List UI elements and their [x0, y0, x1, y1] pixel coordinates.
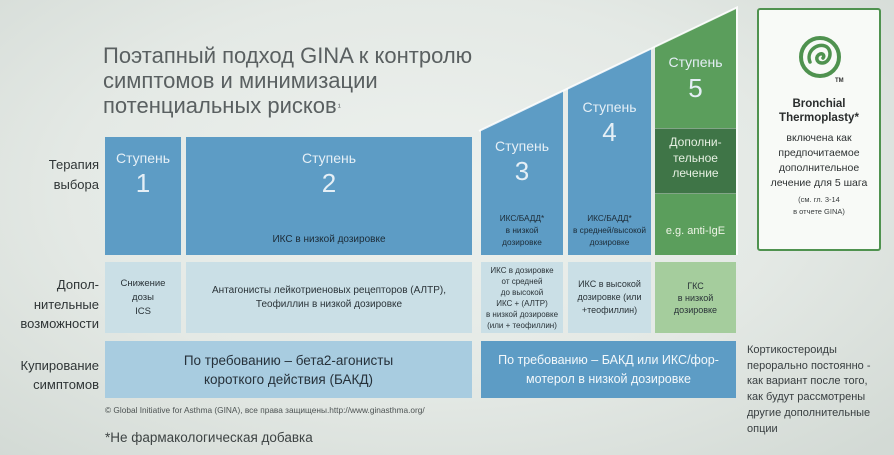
- other-options-step-4: ИКС в высокой дозировке (или +теофиллин): [568, 262, 651, 333]
- other-options-step-2: Антагонисты лейкотриеновых рецепторов (А…: [186, 262, 472, 333]
- step-5-preferred-treatment: e.g. anti-IgE: [665, 225, 726, 237]
- step-5-label: Ступень: [668, 54, 723, 70]
- bronchial-thermoplasty-reference: (см. гл. 3-14 в отчете GINA): [793, 195, 845, 216]
- row-label-controller: Терапия выбора: [48, 157, 99, 192]
- step-2-label: Ступень: [301, 150, 357, 166]
- step-3-box: Ступень 3 ИКС/БАДД* в низкой дозировке: [481, 91, 563, 255]
- reliever-steps-1-2: По требованию – бета2-агонисты короткого…: [105, 341, 472, 398]
- row-label-reliever: Купирование симптомов: [20, 358, 100, 392]
- other-options-step-3: ИКС в дозировке от средней до высокой ИК…: [481, 262, 563, 333]
- copyright-notice: © Global Initiative for Asthma (GINA), в…: [105, 405, 425, 415]
- step-4-label: Ступень: [582, 99, 637, 115]
- bronchial-thermoplasty-name: Bronchial Thermoplasty*: [779, 98, 859, 124]
- step-5-number: 5: [688, 73, 703, 103]
- step-3-number: 3: [514, 156, 530, 186]
- title-footnote-mark: ¹: [337, 102, 341, 112]
- step-1-box: Ступень 1: [105, 137, 181, 255]
- other-options-step-5-text: ГКС в низкой дозировке: [673, 280, 718, 315]
- step-1-number: 1: [135, 168, 151, 198]
- step-5-box: Ступень 5 Дополни- тельное лечение e.g. …: [655, 8, 736, 255]
- step-2-box: Ступень 2 ИКС в низкой дозировке: [186, 137, 472, 255]
- other-options-step-4-text: ИКС в высокой дозировке (или +теофиллин): [577, 279, 642, 315]
- page-title-text: Поэтапный подход GINA к контролю симптом…: [103, 43, 473, 118]
- step-3-label: Ступень: [494, 138, 550, 154]
- step-5-add-on-treatment: Дополни- тельное лечение: [655, 128, 736, 194]
- row-label-other-options: Допол- нительные возможности: [20, 277, 99, 331]
- oral-corticosteroids-note: Кортикостероиды перорально постоянно - к…: [747, 344, 871, 435]
- other-options-step-1-text: Снижение дозы ICS: [120, 277, 166, 317]
- reliever-steps-3-5-text: По требованию – БАКД или ИКС/фор- мотеро…: [498, 352, 719, 386]
- other-options-step-2-text: Антагонисты лейкотриеновых рецепторов (А…: [212, 284, 446, 310]
- step-1-label: Ступень: [115, 150, 171, 166]
- step-4-number: 4: [602, 117, 617, 147]
- bronchial-thermoplasty-description: включена как предпочитаемое дополнительн…: [770, 132, 868, 189]
- step-3-preferred-treatment: ИКС/БАДД* в низкой дозировке: [499, 213, 545, 247]
- trademark-mark: TM: [835, 78, 844, 84]
- step-4-preferred-treatment: ИКС/БАДД* в средней/высокой дозировке: [572, 213, 647, 247]
- reliever-steps-3-5: По требованию – БАКД или ИКС/фор- мотеро…: [481, 341, 736, 398]
- other-options-step-5: ГКС в низкой дозировке: [655, 262, 736, 333]
- step-4-box: Ступень 4 ИКС/БАДД* в средней/высокой до…: [568, 49, 651, 255]
- step-2-number: 2: [321, 168, 337, 198]
- other-options-step-1: Снижение дозы ICS: [105, 262, 181, 333]
- page-title: Поэтапный подход GINA к контролю симптом…: [103, 43, 472, 118]
- step-2-preferred-treatment: ИКС в низкой дозировке: [272, 234, 386, 245]
- reliever-steps-1-2-text: По требованию – бета2-агонисты короткого…: [183, 352, 394, 387]
- other-options-step-3-text: ИКС в дозировке от средней до высокой ИК…: [485, 265, 559, 330]
- bronchial-thermoplasty-panel: TM Bronchial Thermoplasty* включена как …: [757, 8, 881, 251]
- footnote: *Не фармакологическая добавка: [105, 430, 313, 445]
- bronchial-thermoplasty-logo-icon: [799, 36, 841, 78]
